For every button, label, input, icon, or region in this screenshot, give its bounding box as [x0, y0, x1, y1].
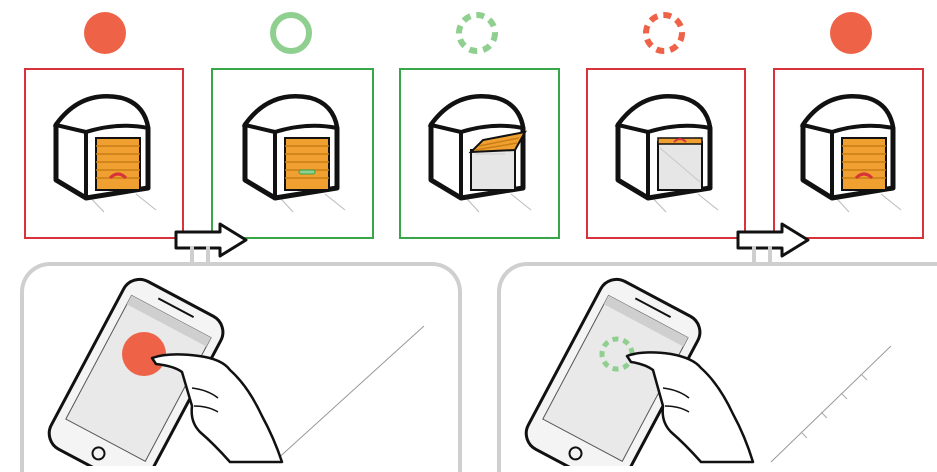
closed-indicator-icon [828, 10, 874, 56]
closed-indicator-icon [82, 10, 128, 56]
garage-door-sequence-diagram [0, 0, 937, 462]
open-ring-indicator-icon [268, 10, 314, 56]
garage-panel-ready [211, 68, 374, 239]
opening-dashed-ring-icon [454, 10, 500, 56]
garage-opening-icon [401, 70, 558, 237]
garage-panel-closed-1 [24, 68, 184, 239]
garage-panel-closing [586, 68, 746, 239]
garage-panel-closed-2 [773, 68, 924, 239]
transition-arrow-icon [174, 222, 250, 258]
phone-tap-illustration [24, 266, 458, 466]
garage-closed-icon [26, 70, 182, 237]
phone-panel-tap-close [20, 262, 462, 472]
garage-closed-icon [775, 70, 922, 237]
phone-panel-tap-open [497, 262, 937, 472]
closing-dashed-ring-icon [641, 10, 687, 56]
garage-closing-icon [588, 70, 744, 237]
transition-arrow-icon [736, 222, 812, 258]
garage-closed-icon [213, 70, 372, 237]
app-button-icon [122, 332, 166, 376]
phone-tap-illustration [501, 266, 937, 466]
garage-panel-opening [399, 68, 560, 239]
